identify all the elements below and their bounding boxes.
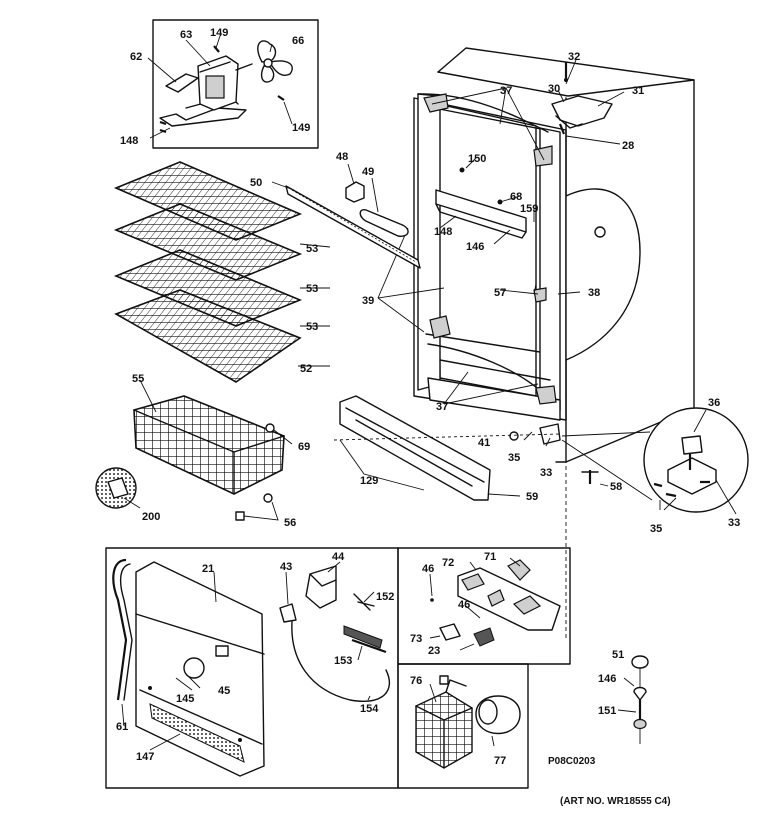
label-35: 35 (508, 452, 520, 464)
wire-shelves (113, 161, 331, 383)
label-33: 33 (540, 467, 552, 479)
label-146: 146 (466, 241, 484, 253)
label-58: 58 (610, 481, 622, 493)
label-56: 56 (284, 517, 296, 529)
label-23: 23 (428, 645, 440, 657)
label-30: 30 (548, 83, 560, 95)
label-148: 148 (120, 135, 138, 147)
label-147: 147 (136, 751, 154, 763)
label-152: 152 (376, 591, 394, 603)
diagram-id: P08C0203 (548, 756, 596, 767)
label-41: 41 (478, 437, 490, 449)
label-71: 71 (484, 551, 496, 563)
label-57: 57 (494, 287, 506, 299)
label-150: 150 (468, 153, 486, 165)
label-146-b: 146 (598, 673, 616, 685)
label-63: 63 (180, 29, 192, 41)
label-51: 51 (612, 649, 624, 661)
label-55: 55 (132, 373, 144, 385)
evaporator-cover-inset (105, 547, 399, 789)
label-37: 37 (500, 85, 512, 97)
label-46-b: 46 (458, 599, 470, 611)
label-32: 32 (568, 51, 580, 63)
label-68: 68 (510, 191, 522, 203)
label-33-b: 33 (728, 517, 740, 529)
label-129: 129 (360, 475, 378, 487)
fan-motor-inset (147, 19, 319, 149)
cabinet (413, 47, 695, 744)
label-145: 145 (176, 693, 194, 705)
label-153: 153 (334, 655, 352, 667)
label-39: 39 (362, 295, 374, 307)
part-200 (95, 467, 141, 509)
label-48: 48 (336, 151, 348, 163)
label-149-b: 149 (292, 122, 310, 134)
label-151: 151 (598, 705, 616, 717)
label-36: 36 (708, 397, 720, 409)
label-149: 149 (210, 27, 228, 39)
label-154: 154 (360, 703, 379, 715)
label-73: 73 (410, 633, 422, 645)
label-35-b: 35 (650, 523, 662, 535)
label-45: 45 (218, 685, 230, 697)
label-50: 50 (250, 177, 262, 189)
label-21: 21 (202, 563, 214, 575)
kick-plate (333, 395, 609, 501)
label-76: 76 (410, 675, 422, 687)
label-49: 49 (362, 166, 374, 178)
label-38: 38 (588, 287, 600, 299)
leveling-leg (617, 655, 649, 730)
label-31: 31 (632, 85, 644, 97)
label-53: 53 (306, 243, 318, 255)
label-62: 62 (130, 51, 142, 63)
label-52: 52 (300, 363, 312, 375)
label-28: 28 (622, 140, 634, 152)
label-44: 44 (332, 551, 345, 563)
hinge-detail (561, 407, 749, 515)
label-61: 61 (116, 721, 128, 733)
freezer-basket (133, 379, 293, 521)
label-46: 46 (422, 563, 434, 575)
part-labels: 63 149 66 62 148 149 48 49 50 37 32 30 3… (116, 27, 740, 807)
compressor-parts-inset (397, 663, 529, 789)
label-72: 72 (442, 557, 454, 569)
cabinet-leaders (377, 59, 625, 405)
label-53-b: 53 (306, 283, 318, 295)
label-159: 159 (520, 203, 538, 215)
label-66: 66 (292, 35, 304, 47)
label-200: 200 (142, 511, 160, 523)
shelf-rail (271, 163, 421, 269)
label-59: 59 (526, 491, 538, 503)
label-148-b: 148 (434, 226, 452, 238)
label-43: 43 (280, 561, 292, 573)
label-69: 69 (298, 441, 310, 453)
art-number: (ART NO. WR18555 C4) (560, 796, 671, 807)
label-37-b: 37 (436, 401, 448, 413)
label-77: 77 (494, 755, 506, 767)
label-53-c: 53 (306, 321, 318, 333)
